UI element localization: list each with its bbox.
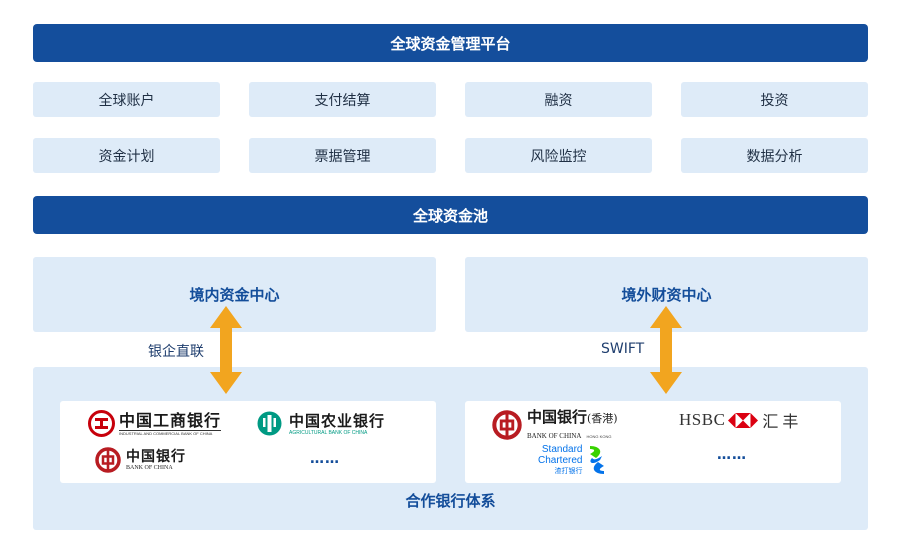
module-investment: 投资 [681,82,868,117]
boc-emblem-icon [492,409,522,440]
abc-logo: 中国农业银行 AGRICULTURAL BANK OF CHINA [256,410,385,437]
boc-hong-kong-logo: 中国银行(香港) BANK OF CHINA HONG KONG [492,408,618,441]
hsbc-name-en: HSBC [679,410,726,429]
module-global-accounts: 全球账户 [33,82,220,117]
abc-name-en: AGRICULTURAL BANK OF CHINA [289,429,368,436]
platform-title-bar: 全球资金管理平台 [33,24,868,62]
sc-name-line2: Chartered [538,455,583,466]
swift-link-label: SWIFT [601,341,645,357]
standard-chartered-swirl-icon [590,446,605,474]
standard-chartered-logo: Standard Chartered 渣打银行 [538,444,608,476]
partner-bank-system-label: 合作银行体系 [405,492,496,510]
boc-name-cn: 中国银行 [126,448,186,465]
domestic-center-label: 境内资金中心 [189,286,280,304]
module-label: 票据管理 [314,148,371,165]
icbc-emblem-icon [88,410,115,437]
boc-logo: 中国银行 BANK OF CHINA [95,447,186,473]
more-overseas-banks-ellipsis: …… [717,447,747,463]
boc-hk-suffix: (香港) [587,412,618,425]
hsbc-name-cn: 汇丰 [762,412,803,431]
bidirectional-arrow-icon [650,306,682,394]
module-label: 支付结算 [314,92,371,109]
module-data-analysis: 数据分析 [681,138,868,173]
boc-hk-name-en-suffix: HONG KONG [586,434,612,439]
cash-pool-title: 全球资金池 [412,206,488,225]
module-financing: 融资 [465,82,652,117]
boc-hk-name-en: BANK OF CHINA [527,432,582,440]
module-fund-planning: 资金计划 [33,138,220,173]
abc-name-cn: 中国农业银行 [289,411,386,430]
boc-hk-name-cn: 中国银行 [527,408,588,426]
module-label: 风险监控 [530,148,587,165]
domestic-bank-card [60,401,436,483]
module-risk-monitoring: 风险监控 [465,138,652,173]
hsbc-hexagon-icon [728,412,759,428]
module-label: 融资 [544,92,573,109]
hsbc-logo: HSBC 汇丰 [679,410,803,431]
module-label: 投资 [760,92,789,109]
boc-name-en: BANK OF CHINA [126,464,173,471]
bidirectional-arrow-icon [210,306,242,394]
icbc-logo: 中国工商银行 INDUSTRIAL AND COMMERCIAL BANK OF… [88,410,222,437]
sc-name-line1: Standard [541,444,583,455]
platform-title: 全球资金管理平台 [390,34,511,53]
boc-emblem-icon [95,447,121,473]
icbc-name-en: INDUSTRIAL AND COMMERCIAL BANK OF CHINA [119,429,222,436]
icbc-name-cn: 中国工商银行 [119,410,222,430]
module-label: 数据分析 [746,148,803,165]
cash-pool-bar: 全球资金池 [33,196,868,234]
module-label: 全球账户 [98,92,155,109]
sc-name-cn: 渣打银行 [554,467,583,475]
more-domestic-banks-ellipsis: …… [310,451,340,467]
bank-direct-link-label: 银企直联 [148,344,204,360]
overseas-bank-card [465,401,841,483]
module-bill-management: 票据管理 [249,138,436,173]
module-label: 资金计划 [98,148,155,165]
abc-emblem-icon [257,411,282,436]
overseas-center-label: 境外财资中心 [621,286,712,304]
module-payment-settlement: 支付结算 [249,82,436,117]
